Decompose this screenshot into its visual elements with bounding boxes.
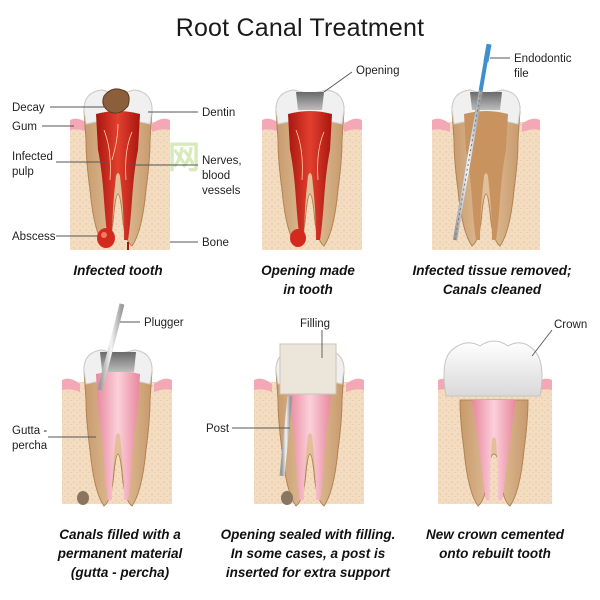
label-nerves-3: vessels xyxy=(202,185,241,197)
caption-panel-5: Opening sealed with filling. In some cas… xyxy=(220,527,396,580)
label-bone: Bone xyxy=(202,237,229,249)
page-title: Root Canal Treatment xyxy=(175,14,425,42)
label-infected-pulp-2: pulp xyxy=(12,166,34,178)
label-gutta-2: percha xyxy=(12,440,48,452)
label-nerves-2: blood xyxy=(202,170,230,182)
label-file-2: file xyxy=(514,68,529,80)
label-gutta-1: Gutta - xyxy=(12,425,47,437)
label-opening: Opening xyxy=(356,65,399,77)
caption-panel-3: Infected tissue removed; Canals cleaned xyxy=(412,263,572,297)
label-gum: Gum xyxy=(12,121,37,133)
label-nerves-1: Nerves, xyxy=(202,155,242,167)
panel-1-tooth xyxy=(70,88,170,250)
label-plugger: Plugger xyxy=(144,317,184,329)
label-dentin: Dentin xyxy=(202,107,235,119)
panel-3-tooth xyxy=(432,43,540,250)
panel-6-tooth xyxy=(438,340,552,507)
caption-panel-1: Infected tooth xyxy=(73,263,163,278)
leader-lines xyxy=(42,57,553,438)
caption-panel-4: Canals filled with a permanent material … xyxy=(57,527,183,580)
panel-4-tooth xyxy=(62,303,172,507)
label-post: Post xyxy=(206,423,230,435)
label-decay: Decay xyxy=(12,102,45,114)
label-abscess: Abscess xyxy=(12,231,56,243)
caption-panel-6: New crown cemented onto rebuilt tooth xyxy=(425,527,565,561)
caption-panel-2: Opening made in tooth xyxy=(261,263,355,297)
panel-2-tooth xyxy=(262,89,362,250)
label-filling: Filling xyxy=(300,318,330,330)
label-infected-pulp-1: Infected xyxy=(12,151,53,163)
panel-5-tooth xyxy=(254,343,364,507)
label-file-1: Endodontic xyxy=(514,53,572,65)
label-crown: Crown xyxy=(554,319,587,331)
